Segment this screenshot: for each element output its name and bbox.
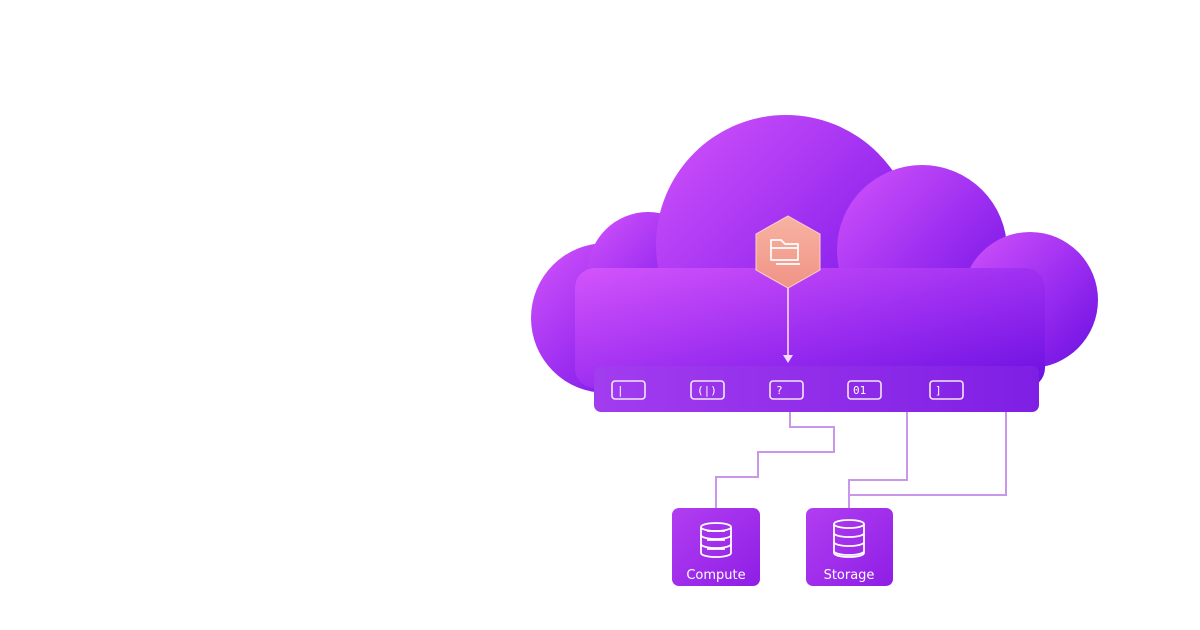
storage-node[interactable]: Storage	[806, 508, 893, 586]
bus-slots: | (|) ? 01 ]	[611, 380, 964, 400]
compute-node[interactable]: Compute	[672, 508, 760, 586]
folder-icon	[770, 239, 800, 265]
connector-storage-a	[848, 412, 908, 512]
connector-storage-b	[849, 412, 1007, 496]
bus-slot[interactable]: ?	[769, 380, 804, 400]
bus-slot[interactable]: ]	[929, 380, 964, 400]
storage-label: Storage	[824, 568, 875, 583]
connector-compute	[715, 412, 835, 512]
gateway-arrow	[783, 287, 793, 363]
connectors	[715, 412, 1007, 512]
bus-slot[interactable]: (|)	[690, 380, 725, 400]
bus-bar	[594, 366, 1039, 412]
bus-slot-label: ]	[935, 384, 942, 397]
database-icon	[700, 522, 732, 558]
compute-label: Compute	[686, 568, 745, 583]
database-icon	[833, 519, 865, 558]
cloud-shape	[531, 115, 1098, 393]
bus-slot-label: (|)	[697, 384, 717, 397]
gateway-node[interactable]	[755, 215, 821, 289]
bus-slot[interactable]: |	[611, 380, 646, 400]
bus-slot[interactable]: 01	[847, 380, 882, 400]
bus-slot-label: ?	[776, 384, 783, 397]
bus-slot-label: 01	[853, 384, 866, 397]
bus-slot-label: |	[617, 384, 624, 397]
